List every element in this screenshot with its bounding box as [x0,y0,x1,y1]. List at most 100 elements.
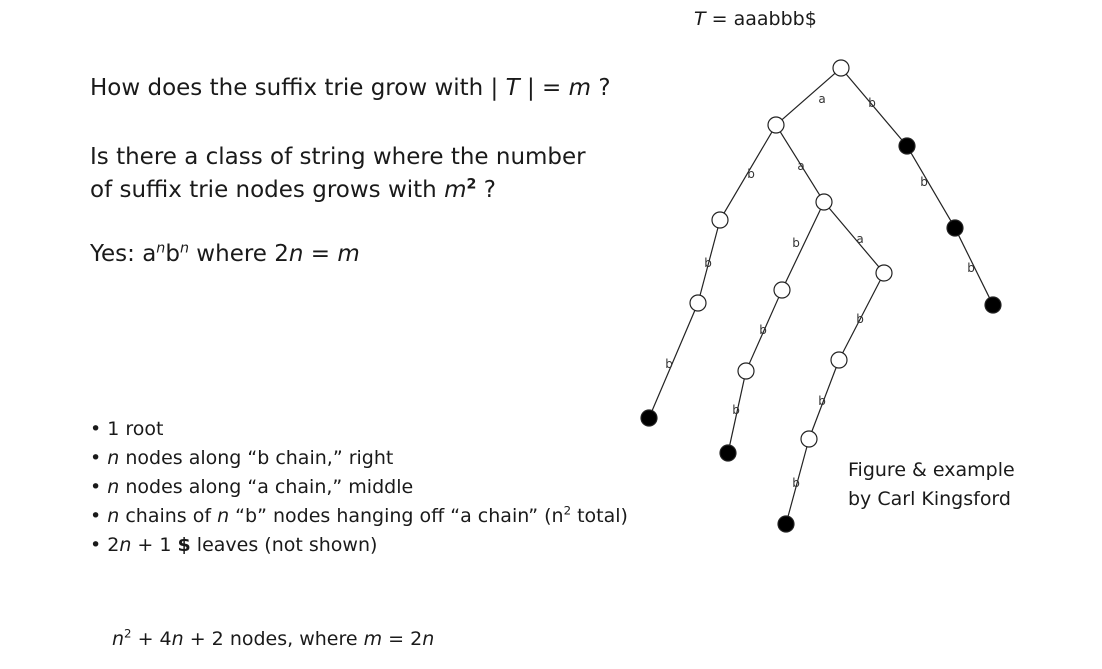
trie-leaf-node [946,219,964,237]
trie-edge [779,131,821,196]
formula-text: = 2 [382,628,423,650]
equals-sign: = [705,8,734,30]
trie-edge-label: b [759,323,767,337]
answer-line: Yes: anbn where 2n = m [90,241,360,267]
trie-edge-label: b [665,357,673,371]
figure-credit-line2: by Carl Kingsford [848,488,1011,510]
trie-edge-label: b [818,394,826,408]
question-growth: How does the suffix trie grow with | T |… [90,75,611,101]
trie-edge [845,73,903,141]
trie-edge [784,208,822,284]
var-n: n [107,447,120,469]
trie-edge-label: b [732,403,740,417]
trie-edge-label: a [818,92,825,106]
var-n: n [171,628,184,650]
trie-node [689,294,707,312]
trie-leaf-node [898,137,916,155]
trie-edge [699,227,719,296]
bullet-b-chain: • n nodes along “b chain,” right [90,447,393,469]
trie-edge-label: b [792,236,800,250]
bullet-chains: • n chains of n “b” nodes hanging off “a… [90,505,628,527]
bullet-dot: • [90,447,108,469]
var-t: T [694,8,706,30]
exponent-2: 2 [563,503,572,518]
question-class-line2: of suffix trie nodes grows with m2 ? [90,177,496,203]
bullet-text: nodes along “a chain,” middle [119,476,414,498]
trie-node [815,193,833,211]
trie-edge-label: b [868,96,876,110]
var-m: m [337,241,360,267]
trie-edge [828,207,880,268]
trie-edge [842,279,881,354]
question-class-line1: Is there a class of string where the num… [90,144,586,170]
trie-edge [958,234,990,299]
trie-edge [729,378,745,446]
trie-edge-label: a [856,232,863,246]
trie-edge [748,297,780,364]
trie-edge [651,310,696,411]
trie-node [711,211,729,229]
answer-b: b [165,241,180,267]
answer-sup-n1: n [156,240,166,257]
bullet-text: chains of [119,505,218,527]
var-m: m [444,177,467,203]
trie-leaf-node [984,296,1002,314]
formula-text: + 4 [131,628,172,650]
trie-edge-label: b [856,312,864,326]
bullet-text: nodes along “b chain,” right [119,447,394,469]
bullet-text: “b” nodes hanging off “a chain” (n [229,505,564,527]
var-m: m [363,628,383,650]
exponent-2: 2 [466,176,477,193]
dollar-symbol: $ [177,534,191,556]
var-n: n [107,505,120,527]
bullet-a-chain: • n nodes along “a chain,” middle [90,476,413,498]
question-class-line2-prefix: of suffix trie nodes grows with [90,177,445,203]
bullet-root: • 1 root [90,418,164,440]
trie-string-value: aaabbb$ [733,8,817,30]
var-n: n [217,505,230,527]
formula-text: + 2 nodes, where [183,628,364,650]
trie-edge-label: a [797,159,804,173]
answer-sup-n2: n [179,240,189,257]
trie-edge-label: b [920,175,928,189]
trie-string-label: T = aaabbb$ [694,8,817,30]
figure-credit-line1: Figure & example [848,459,1015,481]
bullet-text: + 1 [131,534,178,556]
exponent-2: 2 [124,626,132,641]
var-n: n [107,476,120,498]
trie-edge [910,152,952,222]
bullet-text: • 2 [90,534,120,556]
trie-node [737,362,755,380]
bullet-dot: • [90,476,108,498]
trie-node [832,59,850,77]
bullet-text: total) [571,505,628,527]
trie-edge-label: b [747,167,755,181]
answer-prefix: Yes: a [90,241,157,267]
question-growth-mid: | = [519,75,569,101]
trie-node [830,351,848,369]
bullet-text: leaves (not shown) [190,534,378,556]
bullet-leaves: • 2n + 1 $ leaves (not shown) [90,534,377,556]
answer-mid: where 2 [189,241,289,267]
var-n: n [422,628,435,650]
trie-edge [811,367,837,432]
trie-leaf-node [777,515,795,533]
node-count-formula: n2 + 4n + 2 nodes, where m = 2n [112,628,434,650]
trie-node [767,116,785,134]
trie-edge-label: b [967,261,975,275]
question-growth-prefix: How does the suffix trie grow with | [90,75,506,101]
question-growth-suffix: ? [591,75,611,101]
trie-edge-label: b [704,256,712,270]
var-m: m [568,75,592,101]
var-n: n [119,534,132,556]
trie-edge [787,446,808,517]
trie-node [800,430,818,448]
trie-leaf-node [640,409,658,427]
bullet-dot: • [90,505,108,527]
trie-leaf-node [719,444,737,462]
question-class-suffix: ? [476,177,496,203]
trie-node [875,264,893,282]
var-n: n [112,628,125,650]
trie-edge [723,131,773,214]
